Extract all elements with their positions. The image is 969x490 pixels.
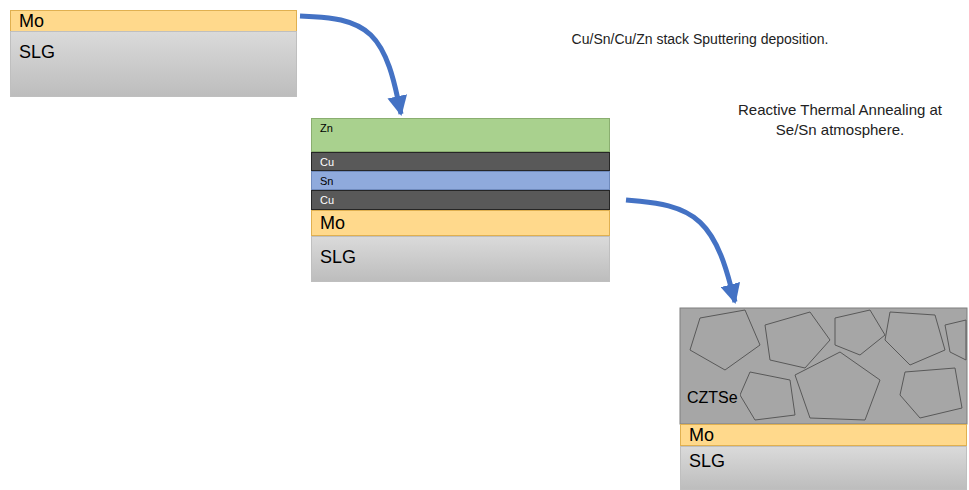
layer-label: Mo — [320, 213, 345, 233]
absorber-layer: CZTSe — [680, 308, 967, 424]
glass-substrate: SLG — [10, 31, 297, 97]
layer-label: Cu — [320, 194, 334, 206]
layer-label: Sn — [320, 175, 333, 187]
step-label: Reactive Thermal Annealing at Se/Sn atmo… — [720, 100, 960, 139]
process-arrow — [300, 16, 401, 114]
sn-layer: Sn — [311, 171, 610, 190]
layer-label: CZTSe — [685, 389, 740, 407]
mo-layer: Mo — [311, 210, 610, 236]
step-label: Cu/Sn/Cu/Zn stack Sputtering deposition. — [500, 30, 900, 48]
layer-label: Cu — [320, 156, 334, 168]
layer-label: Mo — [19, 11, 44, 31]
layer-label: SLG — [320, 247, 356, 267]
process-arrow — [626, 200, 735, 302]
layer-label: SLG — [19, 42, 55, 62]
layer-label: Mo — [689, 425, 714, 445]
cztse-ground — [680, 308, 967, 424]
glass-substrate: SLG — [680, 446, 967, 490]
cu-layer: Cu — [311, 152, 610, 171]
glass-substrate: SLG — [311, 236, 610, 282]
layer-label: Zn — [320, 122, 333, 134]
mo-layer: Mo — [680, 424, 967, 446]
mo-layer: Mo — [10, 10, 297, 32]
layer-label: SLG — [689, 451, 725, 471]
zn-layer: Zn — [311, 118, 610, 152]
cu-layer: Cu — [311, 190, 610, 210]
